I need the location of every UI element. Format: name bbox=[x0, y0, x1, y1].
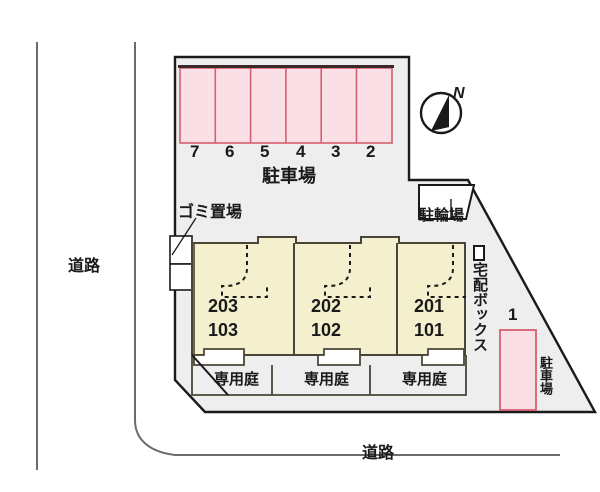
bicycle-parking-shape bbox=[418, 184, 476, 220]
parking-space-number-5: 5 bbox=[260, 142, 270, 161]
garbage-area-leader-line bbox=[171, 217, 197, 256]
lot-bottom-left-diagonal bbox=[191, 354, 229, 396]
unit-number-103: 103 bbox=[208, 320, 239, 340]
bicycle-parking-label: 駐輪場 bbox=[419, 206, 465, 224]
unit-number-203: 203 bbox=[208, 296, 239, 316]
unit-number-201: 201 bbox=[414, 296, 445, 316]
parking-space-number-2: 2 bbox=[366, 142, 376, 161]
delivery-box-icon bbox=[473, 245, 485, 261]
garbage-area-label: ゴミ置場 bbox=[178, 202, 243, 221]
property-boundary-outline bbox=[173, 55, 598, 414]
private-garden-label-1: 専用庭 bbox=[214, 370, 260, 388]
parking-space-number-4: 4 bbox=[296, 142, 306, 161]
unit-number-102: 102 bbox=[311, 320, 342, 340]
unit-stair-dashed-lines bbox=[221, 245, 466, 298]
unit-number-101: 101 bbox=[414, 320, 445, 340]
private-garden-label-3: 専用庭 bbox=[402, 370, 448, 388]
parking-single-label: 駐車場 bbox=[537, 356, 552, 395]
parking-space-number-7: 7 bbox=[190, 142, 200, 161]
parking-space-number-6: 6 bbox=[225, 142, 235, 161]
private-garden-label-2: 専用庭 bbox=[304, 370, 350, 388]
road-label-left: 道路 bbox=[68, 256, 101, 275]
parking-space-number-1: 1 bbox=[508, 305, 518, 324]
private-garden-porches bbox=[193, 348, 465, 366]
delivery-box-label: 宅配ボックス bbox=[471, 262, 489, 352]
building-unit-dividers bbox=[293, 243, 398, 355]
parking-lot-label: 駐車場 bbox=[262, 166, 316, 187]
private-garden-zones bbox=[191, 355, 467, 396]
parking-space-number-3: 3 bbox=[331, 142, 341, 161]
garbage-area-box-lower bbox=[169, 263, 193, 291]
compass-rose bbox=[419, 91, 463, 135]
parking-space-1-shape bbox=[499, 329, 537, 411]
parking-space-dividers bbox=[214, 68, 358, 143]
road-left-bottom-curve bbox=[134, 419, 560, 456]
road-label-bottom: 道路 bbox=[362, 443, 395, 462]
unit-number-202: 202 bbox=[311, 296, 342, 316]
compass-north-label: N bbox=[453, 85, 465, 102]
